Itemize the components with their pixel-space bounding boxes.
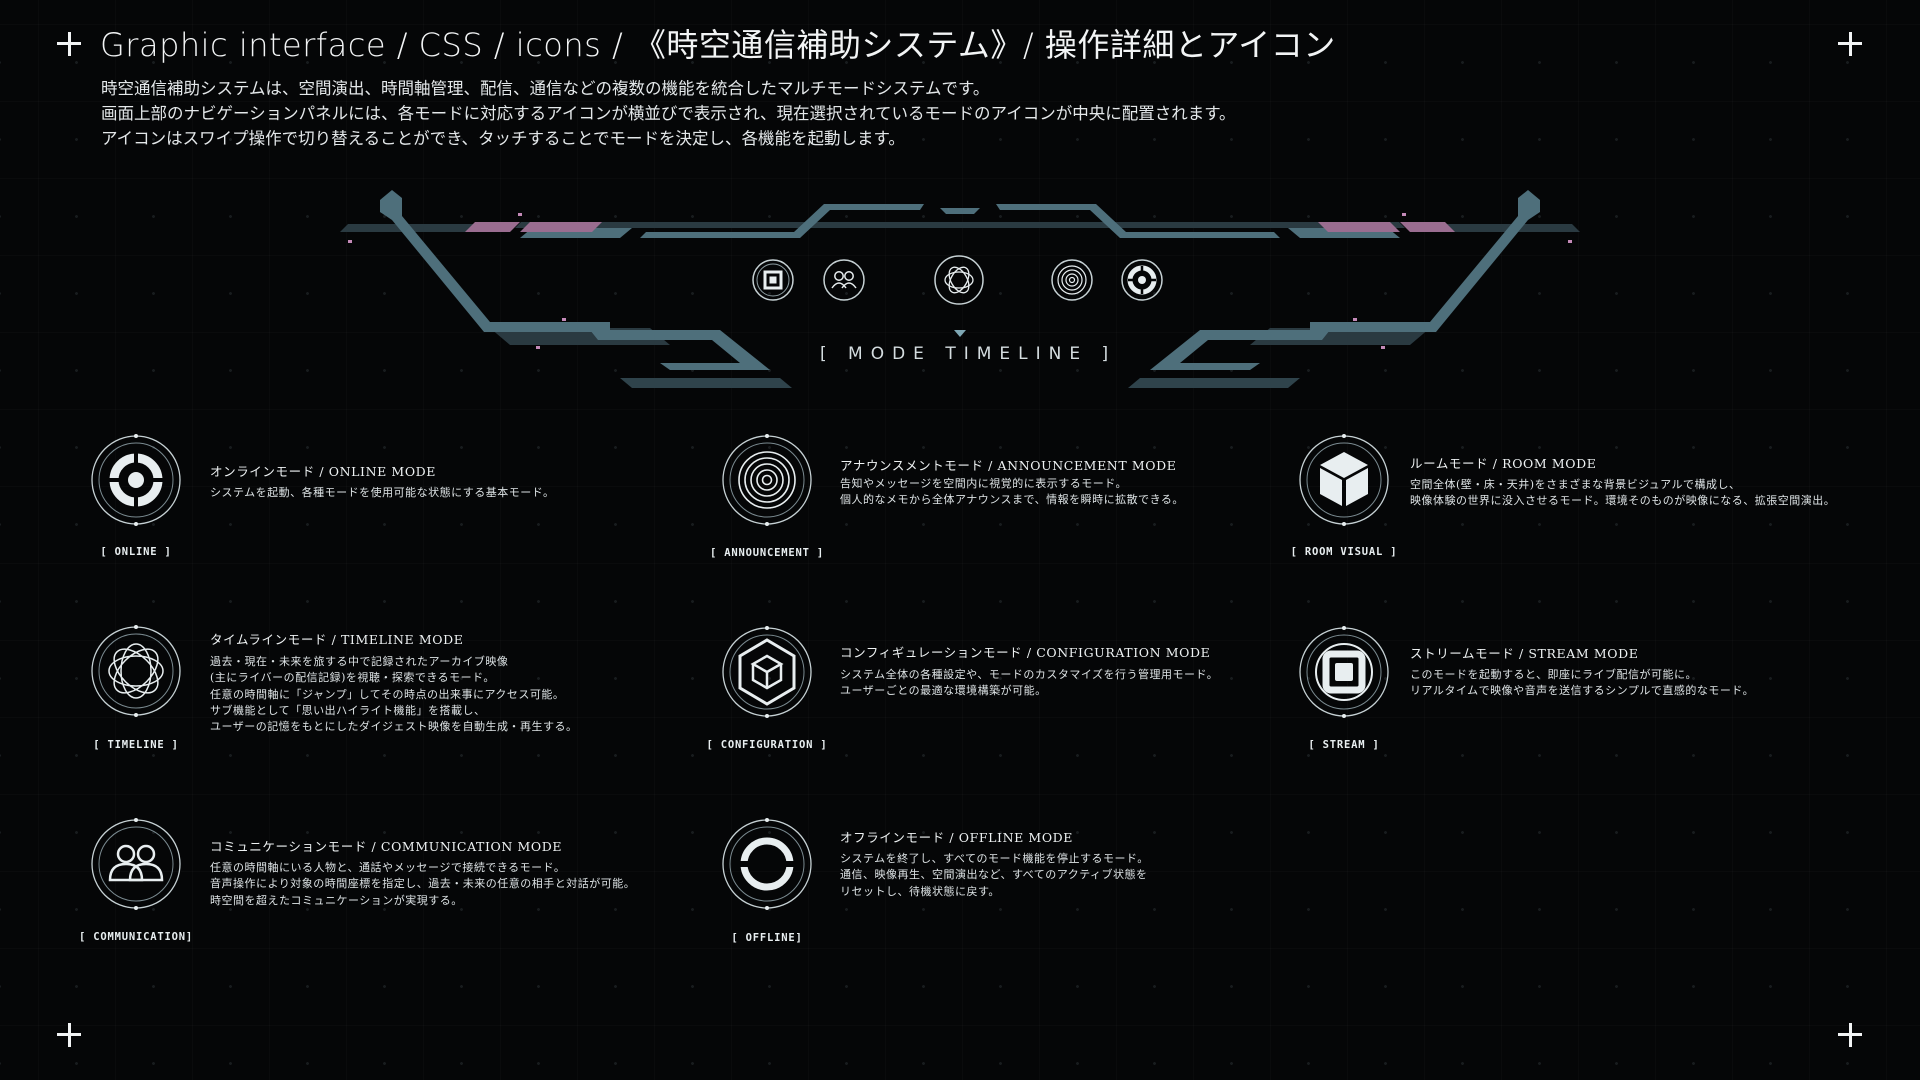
configuration-description: システム全体の各種設定や、モードのカスタマイズを行う管理用モード。 ユーザーごと… [840, 667, 1218, 700]
desc-line: 通信、映像再生、空間演出など、すべてのアクティブ状態を [840, 868, 1148, 882]
announcement-title: アナウンスメントモード / ANNOUNCEMENT MODE [840, 458, 1177, 473]
mode-navigation-panel: [ MODE TIMELINE ] [340, 180, 1580, 395]
online-description: システムを起動、各種モードを使用可能な状態にする基本モード。 [210, 485, 555, 501]
desc-line: 空間全体(壁・床・天井)をさまざまな背景ビジュアルで構成し、 [1410, 478, 1741, 491]
offline-tag: [ OFFLINE] [731, 932, 803, 944]
desc-line: 任意の時間軸にいる人物と、通話やメッセージで接続できるモード。 [210, 861, 566, 874]
stream-title: ストリームモード / STREAM MODE [1410, 646, 1639, 661]
timeline-selection-marker [954, 330, 966, 337]
desc-line: このモードを起動すると、即座にライブ配信が可能に。 [1410, 668, 1698, 681]
configuration-icon[interactable] [721, 626, 813, 718]
nav-stream-icon[interactable] [751, 258, 795, 302]
stream-tag: [ STREAM ] [1308, 739, 1380, 751]
online-icon[interactable] [90, 434, 182, 526]
desc-line: システムを終了し、すべてのモード機能を停止するモード。 [840, 852, 1149, 865]
timeline-icon[interactable] [90, 625, 182, 717]
desc-line: 映像体験の世界に没入させるモード。環境そのものが映像になる、拡張空間演出。 [1410, 494, 1836, 508]
communication-icon[interactable] [90, 818, 182, 910]
online-title: オンラインモード / ONLINE MODE [210, 464, 437, 479]
intro-line: 画面上部のナビゲーションパネルには、各モードに対応するアイコンが横並びで表示され… [101, 104, 1236, 123]
announcement-description: 告知やメッセージを空間内に視覚的に表示するモード。 個人的なメモから全体アナウン… [840, 476, 1184, 509]
intro-line: アイコンはスワイプ操作で切り替えることができ、タッチすることでモードを決定し、各… [101, 129, 905, 148]
announcement-tag: [ ANNOUNCEMENT ] [710, 547, 824, 559]
nav-frame [340, 190, 1580, 388]
offline-icon[interactable] [721, 818, 813, 910]
announcement-icon[interactable] [721, 434, 813, 526]
corner-plus-icon [1838, 32, 1862, 56]
stream-icon[interactable] [1298, 626, 1390, 718]
desc-line: 過去・現在・未来を旅する中で記録されたアーカイブ映像 [210, 655, 509, 668]
configuration-tag: [ CONFIGURATION ] [706, 739, 828, 751]
desc-line: リアルタイムで映像や音声を送信するシンプルで直感的なモード。 [1410, 684, 1755, 698]
offline-description: システムを終了し、すべてのモード機能を停止するモード。 通信、映像再生、空間演出… [840, 851, 1149, 900]
nav-announcement-icon[interactable] [1050, 258, 1094, 302]
communication-description: 任意の時間軸にいる人物と、通話やメッセージで接続できるモード。 音声操作により対… [210, 860, 635, 909]
online-tag: [ ONLINE ] [100, 546, 172, 558]
mode-timeline-label: [ MODE TIMELINE ] [820, 344, 1117, 364]
nav-timeline-icon-selected[interactable] [933, 254, 985, 306]
room-visual-tag: [ ROOM VISUAL ] [1290, 546, 1398, 558]
desc-line: 任意の時間軸に「ジャンプ」してその時点の出来事にアクセス可能。 [210, 687, 565, 701]
desc-line: サブ機能として「思い出ハイライト機能」を搭載し、 [210, 703, 486, 717]
desc-line: ユーザーごとの最適な環境構築が可能。 [840, 684, 1047, 698]
desc-line: リセットし、待機状態に戻す。 [840, 884, 1000, 898]
intro-text: 時空通信補助システムは、空間演出、時間軸管理、配信、通信などの複数の機能を統合し… [101, 76, 1236, 151]
desc-line: 時空間を超えたコミュニケーションが実現する。 [210, 893, 463, 907]
room-description: 空間全体(壁・床・天井)をさまざまな背景ビジュアルで構成し、 映像体験の世界に没… [1410, 477, 1835, 510]
desc-line: システムを起動、各種モードを使用可能な状態にする基本モード。 [210, 486, 555, 499]
desc-line: (主にライバーの配信記録)を視聴・探索できるモード。 [210, 671, 495, 685]
corner-plus-icon [1838, 1023, 1862, 1047]
stream-description: このモードを起動すると、即座にライブ配信が可能に。 リアルタイムで映像や音声を送… [1410, 667, 1754, 700]
desc-line: ユーザーの記憶をもとにしたダイジェスト映像を自動生成・再生する。 [210, 720, 578, 734]
desc-line: 音声操作により対象の時間座標を指定し、過去・未来の任意の相手と対話が可能。 [210, 877, 636, 891]
nav-online-icon[interactable] [1120, 258, 1164, 302]
corner-plus-icon [57, 1023, 81, 1047]
offline-title: オフラインモード / OFFLINE MODE [840, 830, 1074, 845]
corner-plus-icon [57, 32, 81, 56]
nav-communication-icon[interactable] [822, 258, 866, 302]
configuration-title: コンフィギュレーションモード / CONFIGURATION MODE [840, 645, 1211, 660]
page-title: Graphic interface / CSS / icons / 《時空通信補… [100, 26, 1336, 64]
timeline-tag: [ TIMELINE ] [93, 739, 179, 751]
room-title: ルームモード / ROOM MODE [1410, 456, 1597, 471]
communication-tag: [ COMMUNICATION] [79, 931, 193, 943]
desc-line: 告知やメッセージを空間内に視覚的に表示するモード。 [840, 477, 1128, 490]
communication-title: コミュニケーションモード / COMMUNICATION MODE [210, 839, 563, 854]
desc-line: 個人的なメモから全体アナウンスまで、情報を瞬時に拡散できる。 [840, 493, 1184, 507]
room-visual-icon[interactable] [1298, 434, 1390, 526]
timeline-description: 過去・現在・未来を旅する中で記録されたアーカイブ映像 (主にライバーの配信記録)… [210, 654, 578, 735]
timeline-title: タイムラインモード / TIMELINE MODE [210, 632, 464, 647]
desc-line: システム全体の各種設定や、モードのカスタマイズを行う管理用モード。 [840, 668, 1219, 681]
intro-line: 時空通信補助システムは、空間演出、時間軸管理、配信、通信などの複数の機能を統合し… [101, 79, 990, 98]
